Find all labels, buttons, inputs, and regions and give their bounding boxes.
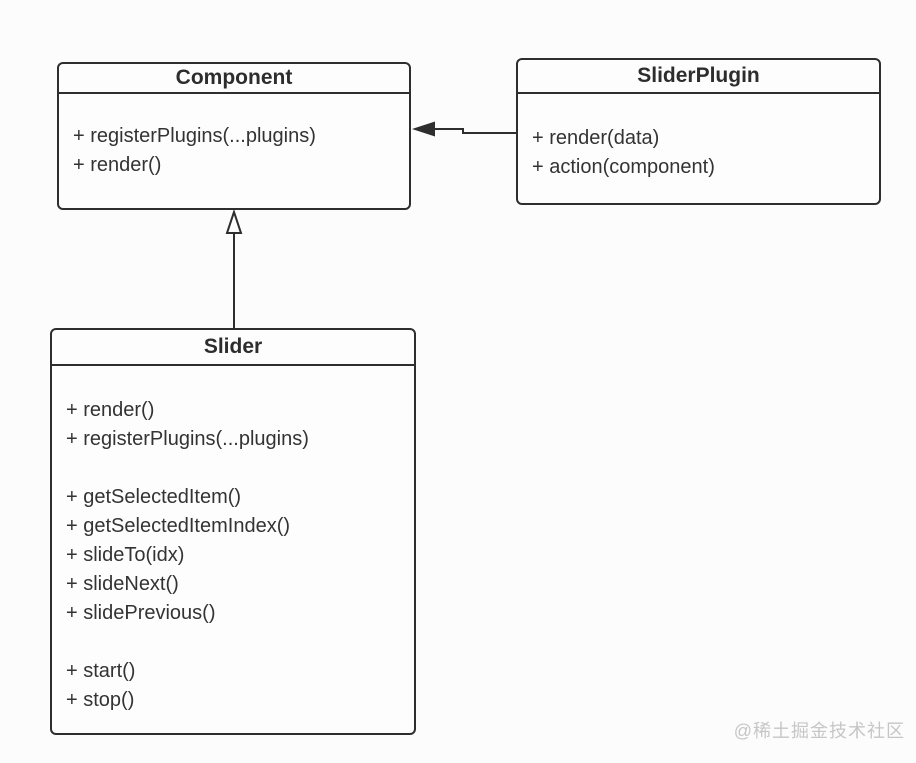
- method-line: + render(): [73, 154, 162, 176]
- filled-arrowhead-icon: [412, 121, 435, 137]
- class-box-sliderplugin: SliderPlugin + render(data) + action(com…: [516, 58, 881, 205]
- method-line: + slideNext(): [66, 573, 179, 595]
- method-line: + registerPlugins(...plugins): [66, 428, 309, 450]
- watermark: @稀土掘金技术社区: [733, 721, 905, 741]
- method-line: + slidePrevious(): [66, 602, 216, 624]
- class-box-component: Component + registerPlugins(...plugins) …: [57, 62, 411, 210]
- method-line: + getSelectedItem(): [66, 486, 242, 508]
- inheritance-arrow: [225, 208, 243, 328]
- method-line: + render(): [66, 399, 155, 421]
- method-line: + stop(): [66, 689, 135, 711]
- sliderplugin-methods: + render(data) + action(component): [518, 94, 879, 182]
- method-line: + start(): [66, 660, 136, 682]
- class-title-sliderplugin: SliderPlugin: [518, 60, 879, 94]
- component-methods: + registerPlugins(...plugins) + render(): [59, 94, 409, 180]
- method-line: + registerPlugins(...plugins): [73, 125, 316, 147]
- slider-methods: + render() + registerPlugins(...plugins)…: [52, 366, 414, 715]
- method-line: + render(data): [532, 127, 660, 149]
- method-line: + slideTo(idx): [66, 544, 185, 566]
- hollow-triangle-arrowhead-icon: [225, 208, 243, 234]
- class-title-component: Component: [59, 64, 409, 94]
- method-line-blank: [66, 454, 400, 483]
- method-line-blank: [66, 628, 400, 657]
- method-line: + getSelectedItemIndex(): [66, 515, 291, 537]
- class-title-slider: Slider: [52, 330, 414, 366]
- association-arrow: [412, 121, 516, 137]
- class-box-slider: Slider + render() + registerPlugins(...p…: [50, 328, 416, 735]
- method-line: + action(component): [532, 156, 715, 178]
